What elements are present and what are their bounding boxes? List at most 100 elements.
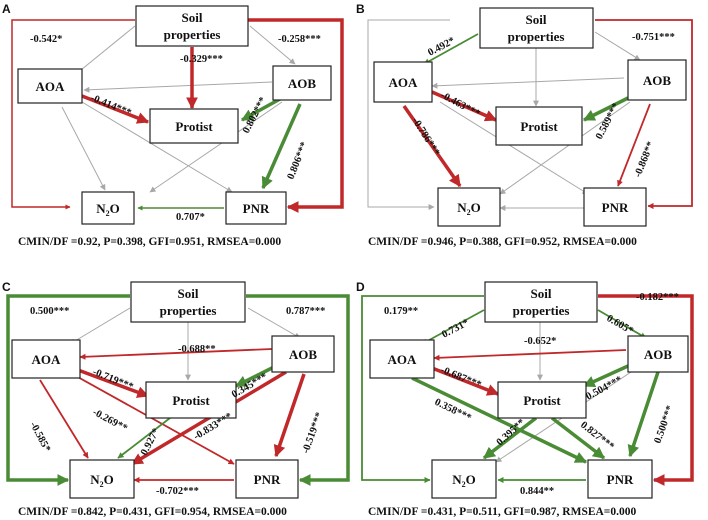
coef-label: 0.731*	[440, 317, 471, 340]
svg-text:PNR: PNR	[602, 200, 629, 215]
panel-letter: D	[356, 280, 365, 294]
path-aob-n2o-ns	[499, 101, 631, 195]
svg-text:Soil: Soil	[178, 286, 199, 301]
node-soil-properties: Soil properties	[135, 5, 249, 47]
svg-text:N2O: N2O	[452, 472, 476, 489]
panel-letter: B	[356, 2, 365, 16]
path-aoa-pnr	[75, 375, 235, 465]
svg-text:AOA: AOA	[389, 75, 419, 90]
coef-label: 0.802***	[241, 95, 269, 135]
panel-a: A Soil properties AOA AOB	[2, 2, 344, 248]
coef-label: -0.414***	[89, 93, 133, 119]
path-aob-pnr	[261, 103, 302, 190]
svg-text:properties: properties	[513, 303, 570, 318]
svg-text:Protist: Protist	[175, 119, 213, 134]
path-aob-aoa-ns	[83, 81, 273, 93]
path-soil-aoa-ns	[75, 25, 136, 75]
node-pnr: PNR	[225, 191, 287, 225]
panel-c: C Soil properties AOA AOB	[2, 280, 350, 518]
node-pnr: PNR	[587, 459, 653, 499]
path-protist-pnr	[550, 416, 606, 460]
svg-text:PNR: PNR	[607, 472, 634, 487]
path-soil-aoa-ns	[69, 307, 131, 345]
coef-label: -0.652*	[524, 336, 556, 347]
svg-text:Protist: Protist	[172, 393, 210, 408]
svg-text:Soil: Soil	[526, 12, 547, 27]
node-protist: Protist	[497, 381, 587, 419]
coef-label: -0.585*	[27, 420, 52, 454]
coef-label: 0.358***	[433, 397, 473, 424]
path-aob-protist	[240, 97, 281, 122]
coef-label: -0.687***	[439, 365, 483, 391]
path-aob-protist	[582, 364, 629, 388]
path-aoa-n2o	[402, 104, 462, 188]
path-aob-aoa	[79, 348, 273, 360]
coef-label: 0.806***	[286, 140, 311, 181]
svg-text:N2O: N2O	[90, 472, 114, 489]
node-aob: AOB	[271, 335, 335, 373]
svg-text:AOA: AOA	[388, 352, 418, 367]
svg-text:AOB: AOB	[288, 76, 317, 91]
path-soil-aob	[597, 309, 647, 339]
svg-text:properties: properties	[160, 303, 217, 318]
node-soil-properties: Soil properties	[479, 7, 594, 49]
panel-b: B Soil properties AOA AOB	[356, 2, 693, 248]
path-soil-aob-ns	[249, 25, 296, 65]
path-soil-aob	[594, 31, 641, 61]
node-protist: Protist	[495, 106, 583, 146]
node-aob: AOB	[272, 65, 332, 101]
path-soil-n2o-ns	[367, 19, 450, 210]
path-aob-protist	[582, 96, 629, 122]
path-soil-aob-ns	[247, 307, 301, 339]
path-soil-aoa	[421, 309, 485, 345]
path-aoa-pnr-ns	[439, 101, 589, 195]
path-protist-n2o	[117, 417, 171, 459]
node-protist: Protist	[149, 108, 239, 144]
coef-label: -0.688**	[178, 344, 216, 355]
path-aoa-n2o	[39, 379, 89, 459]
path-aoa-protist	[431, 366, 500, 396]
coef-label: -0.751***	[632, 32, 675, 43]
node-aoa: AOA	[373, 61, 433, 103]
panel-letter: A	[2, 2, 11, 16]
coef-label: 0.787***	[286, 306, 325, 317]
svg-text:Soil: Soil	[182, 10, 203, 25]
coef-label: -0.329***	[180, 54, 223, 65]
node-n2o: N2O	[69, 459, 135, 499]
path-soil-aoa	[423, 33, 479, 65]
path-aob-protist	[234, 364, 277, 388]
coef-label: -0.786***	[409, 116, 441, 158]
coef-label: -0.542*	[30, 34, 62, 45]
node-soil-properties: Soil properties	[484, 281, 598, 323]
svg-text:AOB: AOB	[644, 347, 673, 362]
path-aob-pnr	[627, 371, 660, 458]
path-aoa-protist	[431, 90, 498, 122]
path-aob-n2o-ns	[149, 101, 283, 193]
coef-label: 0.827***	[578, 420, 616, 453]
path-aoa-n2o-ns	[61, 106, 106, 191]
node-aoa: AOA	[17, 68, 83, 104]
svg-text:PNR: PNR	[254, 472, 281, 487]
node-aob: AOB	[627, 335, 689, 373]
model-fit-stats: CMIN/DF =0.431, P=0.511, GFI=0.987, RMSE…	[368, 506, 636, 518]
node-n2o: N2O	[81, 191, 135, 225]
path-protist-n2o	[482, 416, 538, 460]
coef-label: -0.702***	[156, 486, 199, 497]
path-soil-n2o	[361, 295, 484, 484]
coef-label: -0.258***	[278, 34, 321, 45]
path-soil-pnr	[246, 294, 350, 486]
path-soil-pnr	[595, 19, 693, 210]
node-soil-properties: Soil properties	[130, 281, 246, 323]
model-fit-stats: CMIN/DF =0.946, P=0.388, GFI=0.952, RMSE…	[368, 236, 637, 248]
path-aob-aoa	[433, 349, 627, 361]
path-aoa-pnr	[411, 376, 588, 464]
svg-text:AOB: AOB	[289, 347, 318, 362]
path-aoa-protist	[77, 368, 150, 398]
path-soil-pnr	[248, 18, 344, 213]
path-aob-pnr	[617, 103, 651, 187]
coef-label: -0.269**	[91, 407, 129, 434]
coef-label: 0.500***	[30, 306, 69, 317]
model-fit-stats: CMIN/DF =0.842, P=0.431, GFI=0.954, RMSE…	[18, 506, 287, 518]
coef-label: 0.179**	[384, 306, 418, 317]
